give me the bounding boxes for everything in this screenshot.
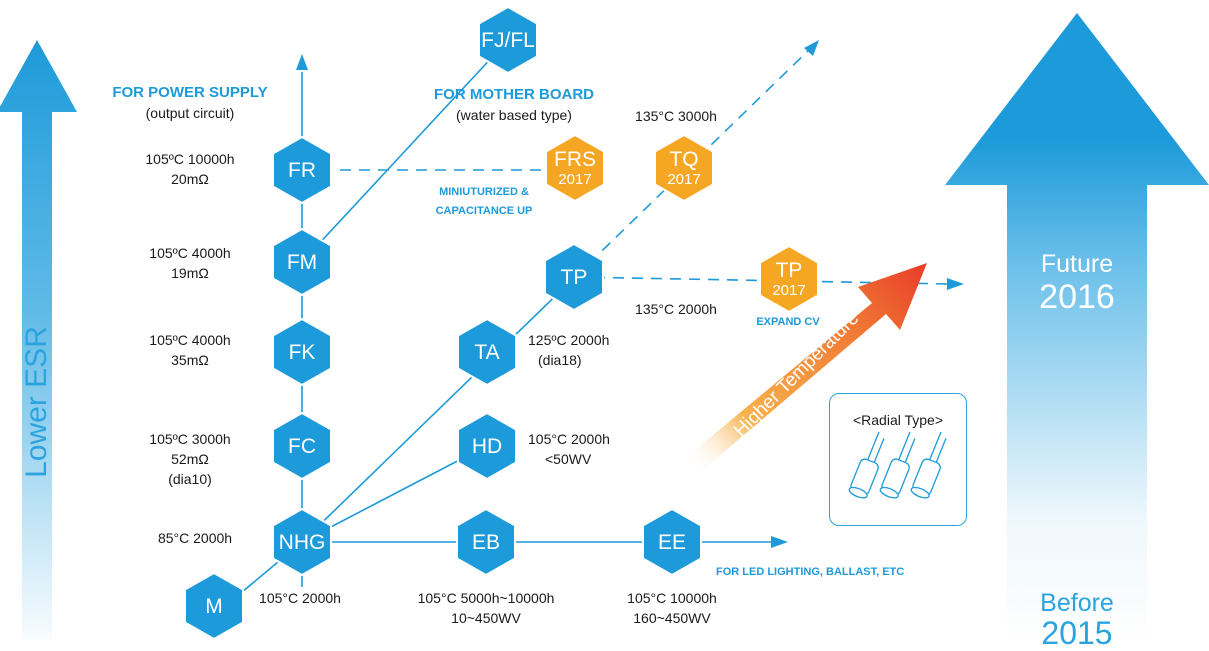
hex-tp-label: TP bbox=[560, 265, 588, 289]
radial-type-box: <Radial Type> bbox=[829, 393, 967, 526]
fm-spec-1: 105ºC 4000h bbox=[149, 245, 231, 261]
hex-ta: TA bbox=[453, 318, 521, 386]
hex-fc-label: FC bbox=[288, 434, 316, 458]
fm-spec-2: 19mΩ bbox=[171, 265, 209, 281]
hex-frs-2017: FRS 2017 bbox=[541, 134, 609, 202]
m-spec: 105°C 2000h bbox=[259, 590, 341, 606]
hex-tp2-year: 2017 bbox=[772, 282, 806, 299]
hex-tq-year: 2017 bbox=[667, 171, 701, 188]
fc-spec-2: 52mΩ bbox=[171, 451, 209, 467]
future-label: Future bbox=[1040, 250, 1114, 278]
eb-spec-1: 105°C 5000h~10000h bbox=[417, 590, 555, 606]
hex-tp: TP bbox=[540, 243, 608, 311]
ta-spec-1: 125ºC 2000h bbox=[528, 332, 610, 348]
hex-fm-label: FM bbox=[286, 250, 318, 274]
tq-spec: 135°C 3000h bbox=[635, 108, 717, 124]
hex-fm: FM bbox=[268, 228, 336, 296]
mother-board-subheading: (water based type) bbox=[456, 107, 572, 123]
hex-hd-label: HD bbox=[471, 434, 503, 458]
before-label: Before bbox=[1040, 589, 1114, 617]
hex-frs-year: 2017 bbox=[558, 171, 592, 188]
led-heading: FOR LED LIGHTING, BALLAST, ETC bbox=[716, 566, 905, 578]
hex-tp2-label: TP bbox=[775, 259, 803, 282]
hex-m-label: M bbox=[205, 594, 223, 618]
fk-spec-1: 105ºC 4000h bbox=[149, 332, 231, 348]
hex-fk-label: FK bbox=[288, 340, 316, 364]
eb-spec-2: 10~450WV bbox=[451, 610, 521, 626]
hex-eb: EB bbox=[452, 508, 520, 576]
hex-fr: FR bbox=[268, 136, 336, 204]
hex-fk: FK bbox=[268, 318, 336, 386]
hex-ta-label: TA bbox=[474, 340, 500, 364]
before-year: 2015 bbox=[1041, 615, 1113, 651]
hd-spec-1: 105°C 2000h bbox=[528, 431, 610, 447]
hex-fr-label: FR bbox=[288, 158, 316, 182]
hex-tq-label: TQ bbox=[669, 148, 699, 171]
mother-board-heading: FOR MOTHER BOARD bbox=[434, 86, 594, 103]
ta-spec-2: (dia18) bbox=[538, 352, 582, 368]
higher-temperature-arrow bbox=[683, 263, 927, 475]
fk-spec-2: 35mΩ bbox=[171, 352, 209, 368]
hex-eb-label: EB bbox=[471, 530, 500, 554]
fc-spec-1: 105ºC 3000h bbox=[149, 431, 231, 447]
fc-spec-3: (dia10) bbox=[168, 471, 212, 487]
tp-spec: 135°C 2000h bbox=[635, 301, 717, 317]
fr-spec-2: 20mΩ bbox=[171, 171, 209, 187]
miniaturized-heading-1: MINIUTURIZED & bbox=[439, 186, 529, 198]
miniaturized-heading-2: CAPACITANCE UP bbox=[435, 205, 533, 217]
hex-frs-label: FRS bbox=[554, 148, 596, 171]
lower-esr-label: Lower ESR bbox=[20, 326, 53, 478]
lower-esr-arrow bbox=[0, 40, 77, 640]
expand-cv-heading: EXPAND CV bbox=[756, 316, 820, 328]
hex-ee-label: EE bbox=[657, 530, 686, 554]
future-year: 2016 bbox=[1039, 278, 1115, 316]
power-supply-subheading: (output circuit) bbox=[145, 105, 235, 121]
fr-spec-1: 105ºC 10000h bbox=[145, 151, 235, 167]
nhg-spec: 85°C 2000h bbox=[157, 530, 233, 546]
hd-spec-2: <50WV bbox=[545, 451, 592, 467]
hex-tp-2017: TP 2017 bbox=[755, 245, 823, 313]
radial-type-label: <Radial Type> bbox=[852, 412, 944, 428]
power-supply-heading: FOR POWER SUPPLY bbox=[112, 84, 268, 101]
hex-nhg: NHG bbox=[268, 508, 336, 576]
hex-fjfl-label: FJ/FL bbox=[481, 28, 535, 52]
ee-spec-2: 160~450WV bbox=[633, 610, 711, 626]
ee-spec-1: 105°C 10000h bbox=[627, 590, 717, 606]
hex-hd: HD bbox=[453, 412, 521, 480]
hex-nhg-label: NHG bbox=[278, 530, 326, 554]
hex-fjfl: FJ/FL bbox=[474, 6, 542, 74]
hex-m: M bbox=[180, 572, 248, 640]
hex-tq-2017: TQ 2017 bbox=[650, 134, 718, 202]
hex-fc: FC bbox=[268, 412, 336, 480]
radial-capacitors-illustration bbox=[848, 431, 947, 499]
future-arrow bbox=[945, 13, 1209, 645]
hex-ee: EE bbox=[638, 508, 706, 576]
